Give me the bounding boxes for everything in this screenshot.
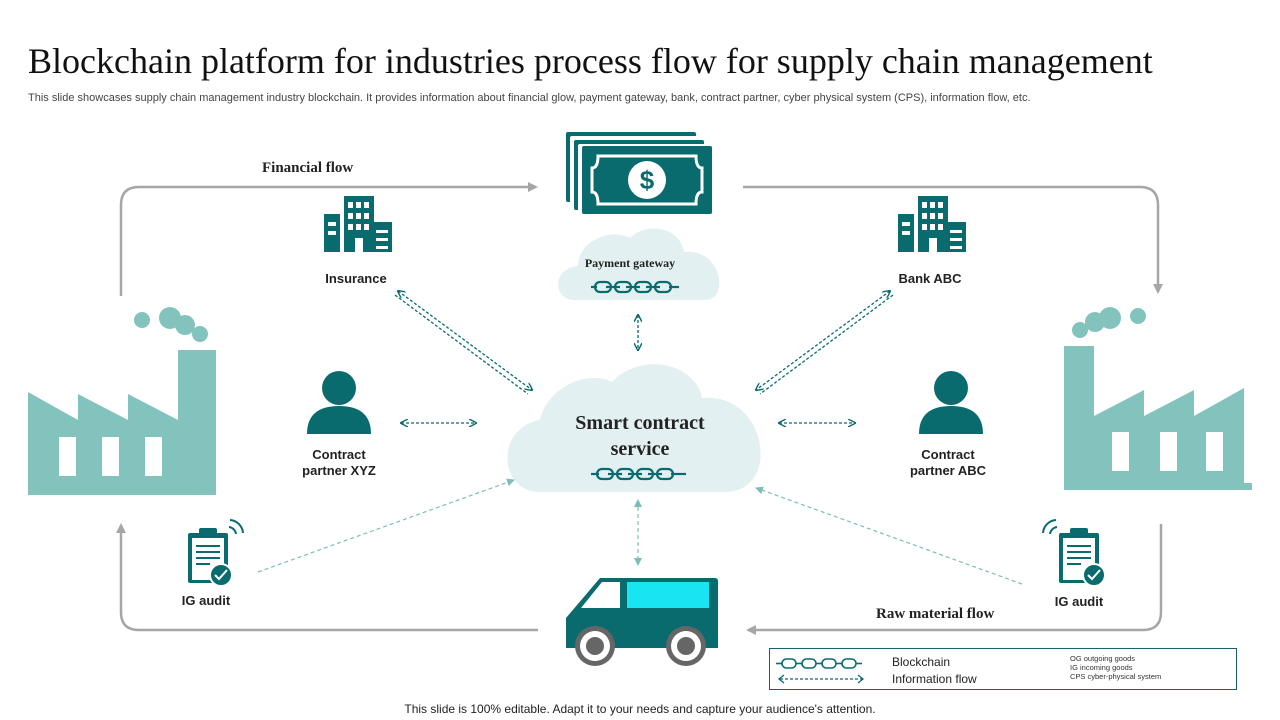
legend-abbreviations: OG outgoing goods IG incoming goods CPS … <box>1070 654 1161 681</box>
insurance-label: Insurance <box>325 271 387 286</box>
person-icon-xyz <box>307 371 371 434</box>
info-arrow-insurance <box>398 291 532 390</box>
financial-flow-label: Financial flow <box>262 160 354 176</box>
payment-gateway-label: Payment gateway <box>584 256 676 270</box>
raw-material-flow-label: Raw material flow <box>876 606 995 622</box>
svg-text:$: $ <box>640 165 655 195</box>
legend-info-flow-icon <box>777 674 865 684</box>
info-arrow-ig-right <box>755 486 1023 585</box>
audit-clipboard-icon-right <box>1042 519 1106 587</box>
factory-icon-left <box>28 307 216 495</box>
page-title: Blockchain platform for industries proce… <box>28 41 1153 81</box>
partner-abc-label: Contract partner ABC <box>888 447 1008 479</box>
chain-icon-gateway <box>591 280 679 294</box>
partner-xyz-line1: Contract <box>312 447 366 462</box>
ig-audit-left-label: IG audit <box>181 593 231 608</box>
money-icon: $ <box>566 132 712 214</box>
legend-symbols <box>776 658 865 684</box>
legend-chain-icon <box>776 658 862 669</box>
bank-label: Bank ABC <box>898 271 962 286</box>
legend-abbr-og: OG outgoing goods <box>1070 654 1136 663</box>
page-subtitle: This slide showcases supply chain manage… <box>28 92 1031 104</box>
legend-blockchain-label: Blockchain <box>892 655 951 669</box>
factory-icon-right <box>1064 307 1252 490</box>
financial-flow-arrow-left <box>119 182 538 296</box>
partner-abc-line1: Contract <box>921 447 975 462</box>
legend-box: Blockchain Information flow OG outgoing … <box>769 648 1237 690</box>
chain-icon-smart-contract <box>591 467 686 481</box>
legend-abbr-ig: IG incoming goods <box>1070 663 1133 672</box>
footer-note: This slide is 100% editable. Adapt it to… <box>404 702 876 716</box>
legend-information-flow-label: Information flow <box>892 672 977 686</box>
smart-contract-cloud <box>507 364 761 492</box>
van-icon <box>566 578 718 666</box>
smart-contract-label: Smart contract service <box>530 410 750 462</box>
info-arrow-bank-b <box>759 294 894 395</box>
financial-flow-arrow-right <box>743 185 1163 294</box>
ig-audit-right-label: IG audit <box>1054 594 1104 609</box>
legend-abbr-cps: CPS cyber-physical system <box>1070 672 1162 681</box>
smart-contract-line1: Smart contract <box>575 412 705 434</box>
partner-xyz-line2: partner XYZ <box>302 463 376 478</box>
person-icon-abc <box>919 371 983 434</box>
audit-clipboard-icon-left <box>188 519 244 587</box>
info-arrow-bank <box>756 291 890 390</box>
partner-abc-line2: partner ABC <box>909 463 987 478</box>
smart-contract-line2: service <box>610 438 670 460</box>
building-icon-bank <box>898 196 966 252</box>
raw-material-arrow-right <box>746 524 1163 635</box>
partner-xyz-label: Contract partner XYZ <box>279 447 399 479</box>
info-arrow-ig-left <box>257 478 515 573</box>
info-arrow-insurance-b <box>394 294 529 395</box>
building-icon-insurance <box>324 196 392 252</box>
raw-material-arrow-left <box>116 523 538 632</box>
